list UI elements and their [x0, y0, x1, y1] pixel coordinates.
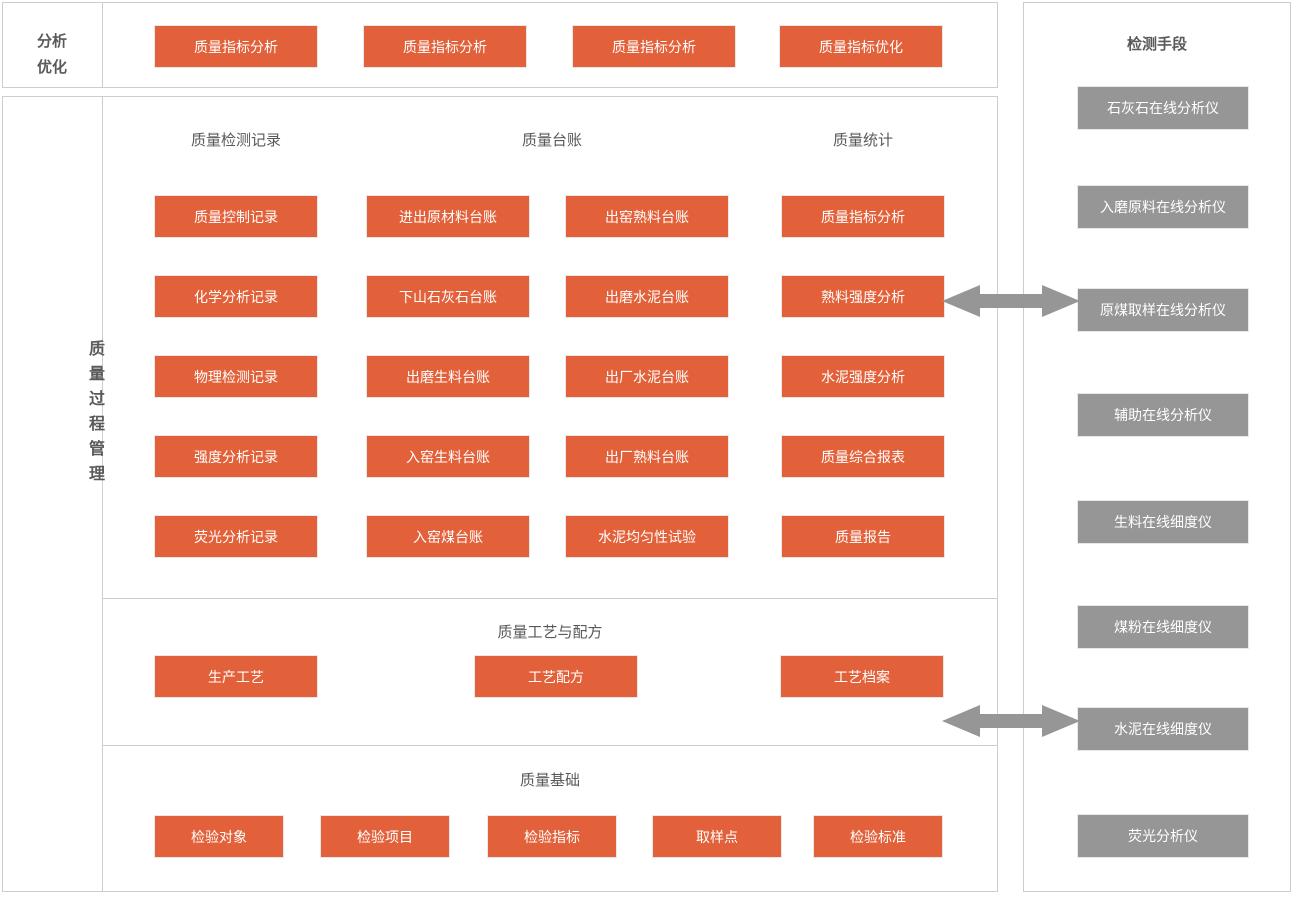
detection-instrument-3[interactable]: 辅助在线分析仪	[1077, 393, 1249, 437]
column-title-3: 质量统计	[832, 132, 893, 149]
foundation-item-1[interactable]: 检验项目	[320, 815, 450, 858]
top-button-0[interactable]: 质量指标分析	[154, 25, 318, 68]
ledger-a-4[interactable]: 入窑煤台账	[366, 515, 530, 558]
detection-record-4[interactable]: 荧光分析记录	[154, 515, 318, 558]
ledger-a-0[interactable]: 进出原材料台账	[366, 195, 530, 238]
statistics-3[interactable]: 质量综合报表	[781, 435, 945, 478]
detection-instrument-6[interactable]: 水泥在线细度仪	[1077, 707, 1249, 751]
statistics-4[interactable]: 质量报告	[781, 515, 945, 558]
analysis-optimization-label: 分析 优化	[36, 33, 67, 76]
craft-item-1[interactable]: 工艺配方	[474, 655, 638, 698]
detection-instrument-1[interactable]: 入磨原料在线分析仪	[1077, 185, 1249, 229]
top-panel-divider	[102, 2, 103, 88]
process-craft-divider	[102, 598, 998, 599]
ledger-b-4[interactable]: 水泥均匀性试验	[565, 515, 729, 558]
ledger-b-1[interactable]: 出磨水泥台账	[565, 275, 729, 318]
detection-instrument-5[interactable]: 煤粉在线细度仪	[1077, 605, 1249, 649]
column-title-1: 质量台账	[521, 132, 582, 149]
craft-foundation-divider	[102, 745, 998, 746]
statistics-2[interactable]: 水泥强度分析	[781, 355, 945, 398]
detection-instrument-0[interactable]: 石灰石在线分析仪	[1077, 86, 1249, 130]
quality-process-rail-label: 质量过程管理	[86, 340, 103, 490]
detection-record-0[interactable]: 质量控制记录	[154, 195, 318, 238]
foundation-item-0[interactable]: 检验对象	[154, 815, 284, 858]
statistics-1[interactable]: 熟料强度分析	[781, 275, 945, 318]
main-panel-divider	[102, 96, 103, 892]
foundation-item-2[interactable]: 检验指标	[487, 815, 617, 858]
top-button-3[interactable]: 质量指标优化	[779, 25, 943, 68]
detection-record-3[interactable]: 强度分析记录	[154, 435, 318, 478]
top-button-1[interactable]: 质量指标分析	[363, 25, 527, 68]
ledger-a-1[interactable]: 下山石灰石台账	[366, 275, 530, 318]
craft-item-2[interactable]: 工艺档案	[780, 655, 944, 698]
craft-section-title: 质量工艺与配方	[497, 624, 603, 641]
statistics-0[interactable]: 质量指标分析	[781, 195, 945, 238]
column-title-0: 质量检测记录	[190, 132, 281, 149]
detection-means-panel	[1023, 2, 1291, 892]
detection-record-1[interactable]: 化学分析记录	[154, 275, 318, 318]
craft-item-0[interactable]: 生产工艺	[154, 655, 318, 698]
ledger-a-2[interactable]: 出磨生料台账	[366, 355, 530, 398]
detection-instrument-4[interactable]: 生料在线细度仪	[1077, 500, 1249, 544]
foundation-section-title: 质量基础	[519, 772, 580, 789]
ledger-b-3[interactable]: 出厂熟料台账	[565, 435, 729, 478]
top-button-2[interactable]: 质量指标分析	[572, 25, 736, 68]
foundation-item-4[interactable]: 检验标准	[813, 815, 943, 858]
detection-means-title: 检测手段	[1126, 36, 1187, 53]
lower-link-arrow	[942, 703, 1080, 739]
upper-link-arrow	[942, 283, 1080, 319]
detection-record-2[interactable]: 物理检测记录	[154, 355, 318, 398]
ledger-b-2[interactable]: 出厂水泥台账	[565, 355, 729, 398]
ledger-b-0[interactable]: 出窑熟料台账	[565, 195, 729, 238]
detection-instrument-2[interactable]: 原煤取样在线分析仪	[1077, 288, 1249, 332]
detection-instrument-7[interactable]: 荧光分析仪	[1077, 814, 1249, 858]
foundation-item-3[interactable]: 取样点	[652, 815, 782, 858]
ledger-a-3[interactable]: 入窑生料台账	[366, 435, 530, 478]
